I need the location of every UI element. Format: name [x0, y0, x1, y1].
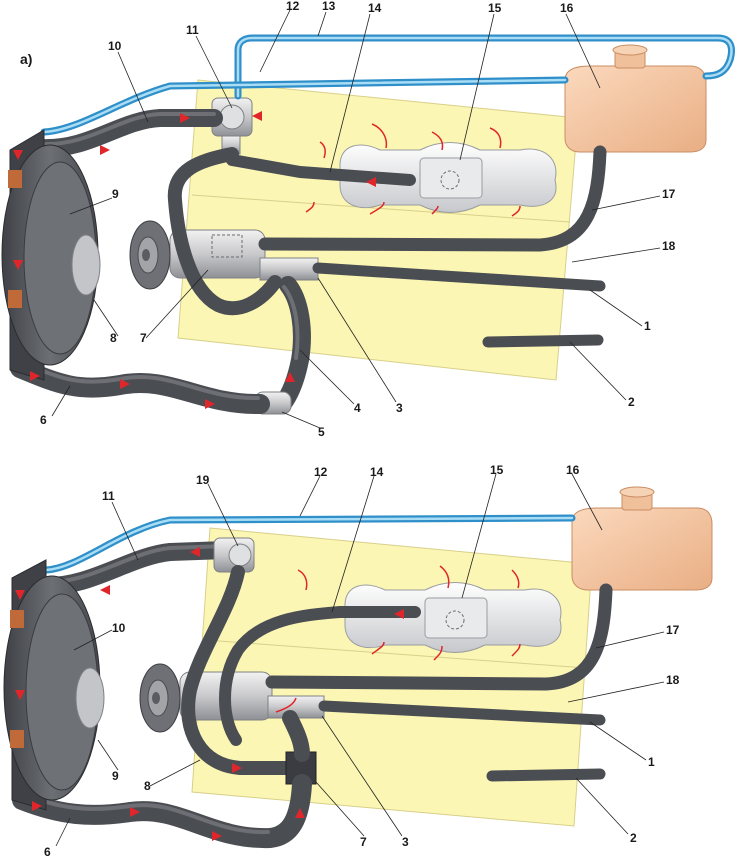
callout-5: 5 [318, 425, 325, 439]
callout-b-2: 2 [630, 831, 637, 845]
callout-11: 11 [186, 23, 199, 37]
panel-a: а) [1, 0, 735, 439]
callout-b-15: 15 [490, 463, 504, 477]
radiator-b [3, 559, 105, 811]
panel-b: 12 14 15 16 19 11 10 9 8 17 18 1 2 3 7 6 [3, 463, 713, 859]
hose-14 [167, 147, 282, 316]
callout-b-18: 18 [666, 673, 680, 687]
engine-block-joint [191, 194, 571, 223]
hose-18-b [318, 700, 606, 726]
callout-18: 18 [662, 239, 676, 253]
hose-18 [312, 262, 606, 292]
hose-14-manifold [226, 154, 416, 186]
hose-1-b [486, 768, 606, 782]
expansion-tank-b [571, 486, 713, 591]
hose-1 [482, 334, 604, 348]
callout-b-11: 7 [360, 835, 367, 849]
hose-14-b [219, 606, 421, 746]
radiator [1, 129, 101, 381]
callout-3: 3 [396, 401, 403, 415]
callout-17: 17 [662, 187, 676, 201]
expansion-tank [564, 44, 707, 153]
callout-b-9: 10 [112, 621, 126, 635]
callout-10: 10 [108, 39, 122, 53]
flow-arrows-a [13, 111, 521, 409]
callout-b-17: 17 [666, 623, 680, 637]
callout-b-7: 8 [144, 779, 151, 793]
manifold-b [344, 582, 562, 653]
callout-6: 6 [40, 413, 47, 427]
expansion-line-13-highlight [236, 36, 733, 98]
callout-b-3: 3 [402, 835, 409, 849]
hose-pump-to-11-b [282, 710, 310, 762]
hose-6 [10, 358, 270, 415]
manifold [339, 142, 557, 213]
callout-7: 7 [140, 331, 147, 345]
panel-a-label: а) [20, 51, 32, 67]
callout-b-1: 1 [648, 755, 655, 769]
callouts-b: 12 14 15 16 19 11 10 9 8 17 18 1 2 3 7 6 [44, 463, 680, 859]
callout-13: 13 [322, 0, 336, 13]
callout-12: 12 [286, 0, 300, 13]
callout-b-14: 14 [370, 465, 384, 479]
expansion-line-12-highlight [42, 78, 567, 134]
callout-2: 2 [628, 395, 635, 409]
callout-14: 14 [368, 1, 382, 15]
flow-arrows-b [15, 547, 521, 841]
callout-1: 1 [644, 319, 651, 333]
callout-b-10: 11 [102, 489, 115, 503]
callout-15: 15 [488, 1, 502, 15]
callout-b-19: 19 [196, 473, 210, 487]
callout-b-12: 12 [314, 465, 328, 479]
callout-b-16: 16 [566, 463, 580, 477]
hose-17-b [265, 583, 613, 691]
callout-4: 4 [354, 401, 361, 415]
callout-b-8: 9 [112, 769, 119, 783]
callout-8: 8 [110, 331, 117, 345]
callout-16: 16 [560, 1, 574, 15]
hose-17 [258, 145, 607, 252]
callout-b-6: 6 [44, 845, 51, 859]
thermostat-b [213, 537, 255, 573]
hose-7-b [181, 565, 299, 775]
callout-9: 9 [112, 187, 119, 201]
callouts-a: 12 13 14 15 16 11 10 9 8 7 17 18 1 2 3 4… [40, 0, 676, 439]
hose-6-b [12, 774, 312, 849]
